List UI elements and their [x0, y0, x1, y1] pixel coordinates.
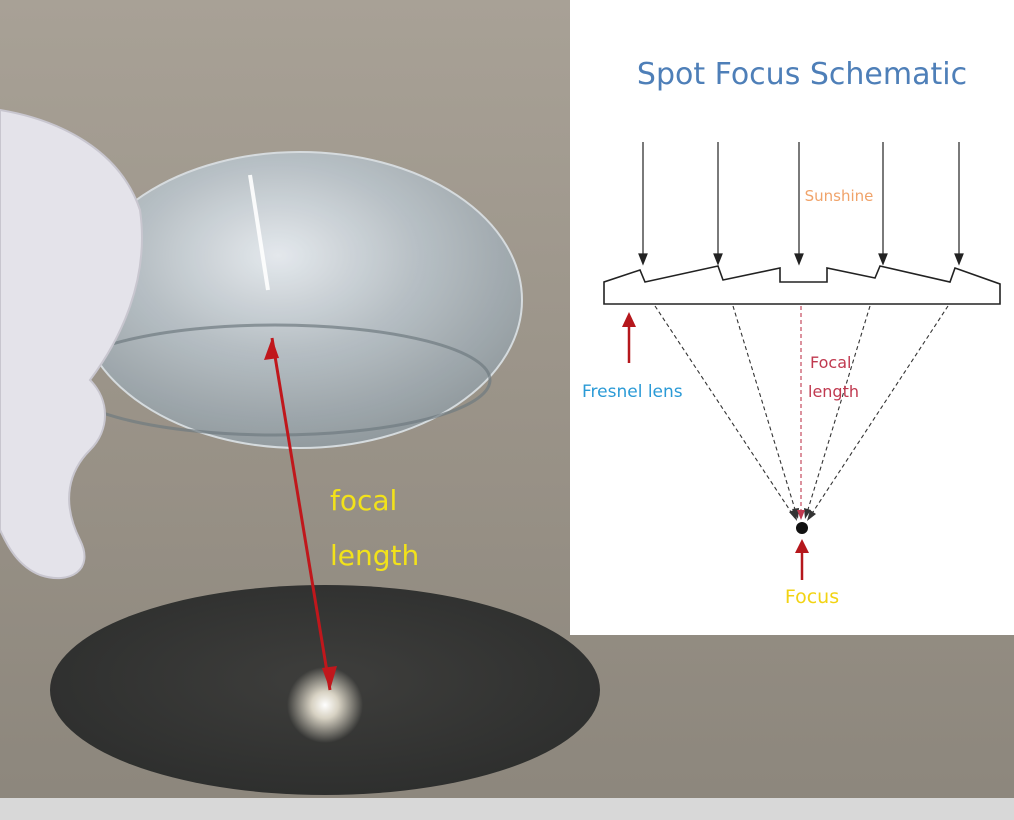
focus-label: Focus: [785, 586, 839, 608]
lens-label: Fresnel lens: [582, 382, 683, 402]
lens-pointer: [622, 312, 636, 363]
ray-arrowheads: [789, 508, 816, 521]
focal-axis-arrowhead: [797, 510, 805, 520]
lens-highlight: [248, 174, 270, 291]
gloved-hand: [0, 108, 143, 580]
schematic-focal-label-line2: length: [808, 382, 859, 401]
fresnel-lens-photo: [77, 151, 523, 449]
focus-point: [796, 522, 808, 534]
photo-focal-label-line2: length: [330, 539, 419, 572]
focal-glare: [287, 667, 363, 743]
schematic-focal-label-line1: Focal: [810, 353, 851, 372]
schematic-title: Spot Focus Schematic: [637, 57, 967, 92]
photo-focal-label-line1: focal: [330, 484, 397, 517]
schematic-panel: [570, 0, 1014, 635]
photo-focal-arrow: [264, 337, 337, 691]
fresnel-lens-profile: [603, 265, 1001, 305]
bottom-strip: [0, 798, 1014, 820]
refracted-rays: [654, 305, 949, 519]
sunshine-label: Sunshine: [805, 187, 874, 205]
sunshine-arrows: [638, 142, 964, 266]
focus-pointer: [795, 539, 809, 580]
